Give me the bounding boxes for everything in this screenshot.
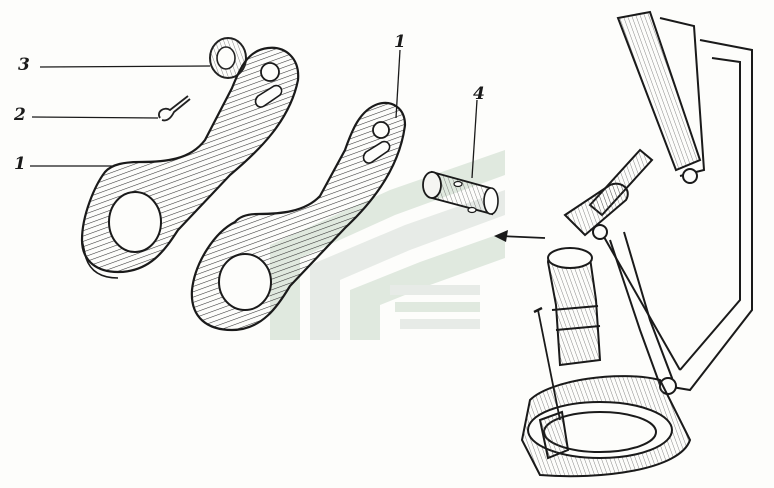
cotter-pin-part — [158, 95, 191, 122]
callout-1-front: 1 — [14, 154, 26, 174]
lever-rear-part — [190, 101, 407, 332]
suspension-assembly — [520, 10, 753, 478]
direction-arrow — [494, 230, 546, 242]
callout-4: 4 — [473, 84, 485, 104]
callout-3: 3 — [18, 55, 30, 75]
washer-part — [209, 37, 247, 79]
axle-pin-part — [422, 170, 499, 216]
lever-front-part — [80, 46, 300, 279]
callout-1-rear: 1 — [394, 32, 406, 52]
callout-2: 2 — [14, 105, 26, 125]
leader-lines — [30, 49, 478, 179]
